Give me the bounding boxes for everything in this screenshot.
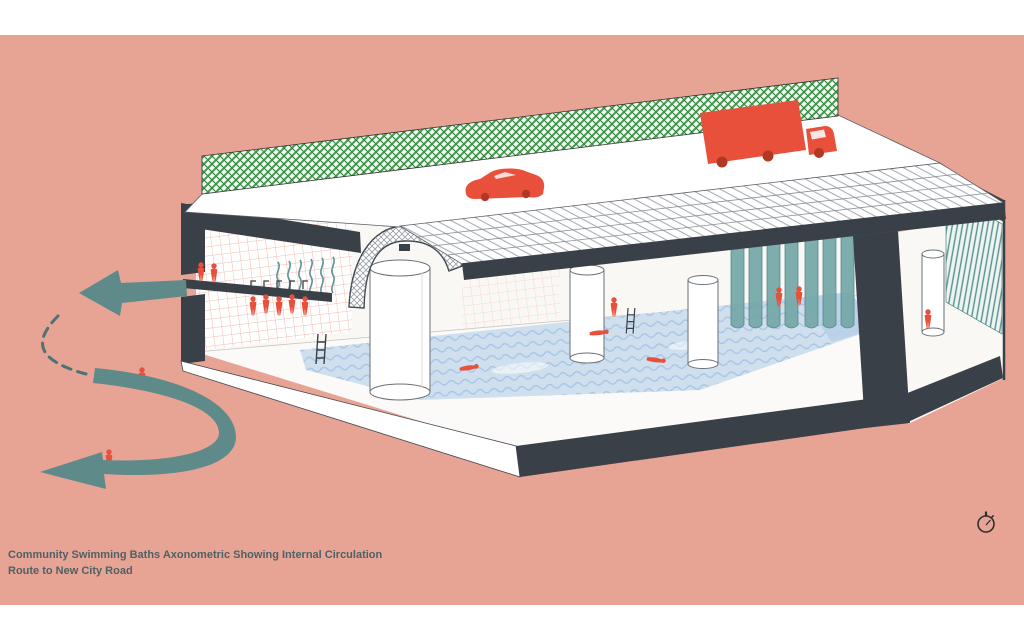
column — [369, 259, 431, 401]
vaulted-roof — [398, 162, 1006, 265]
route-ribbon-arrow — [40, 368, 236, 489]
column — [569, 264, 605, 364]
roof-slab-cut-left — [181, 203, 361, 253]
arch-keystone — [399, 244, 410, 251]
shower-fixtures — [250, 280, 308, 289]
caption-line-2: Route to New City Road — [8, 564, 133, 577]
louvre-screen — [945, 191, 1003, 335]
columns — [369, 249, 945, 401]
route-arrow-entry — [79, 270, 187, 316]
column — [921, 249, 945, 337]
truck — [700, 100, 837, 168]
roof-slab-cut-right — [462, 202, 1006, 280]
left-cut-wall-lower — [181, 294, 205, 364]
caption-line-1: Community Swimming Baths Axonometric Sho… — [8, 549, 383, 561]
car — [465, 168, 545, 202]
circulation-route — [40, 270, 236, 489]
pool-hall-curtains — [730, 230, 855, 329]
pool-ladder — [315, 307, 636, 365]
front-wall-base — [516, 356, 1003, 477]
stopwatch-icon — [977, 511, 995, 533]
column — [687, 275, 719, 369]
front-pier — [853, 231, 910, 428]
entry-walkway — [183, 279, 332, 302]
vault-front-rim — [461, 202, 1005, 265]
route-steps — [41, 314, 88, 376]
roof-level — [184, 77, 1006, 265]
caption: Community Swimming Baths Axonometric Sho… — [8, 548, 648, 580]
hedge-strip — [201, 77, 839, 195]
